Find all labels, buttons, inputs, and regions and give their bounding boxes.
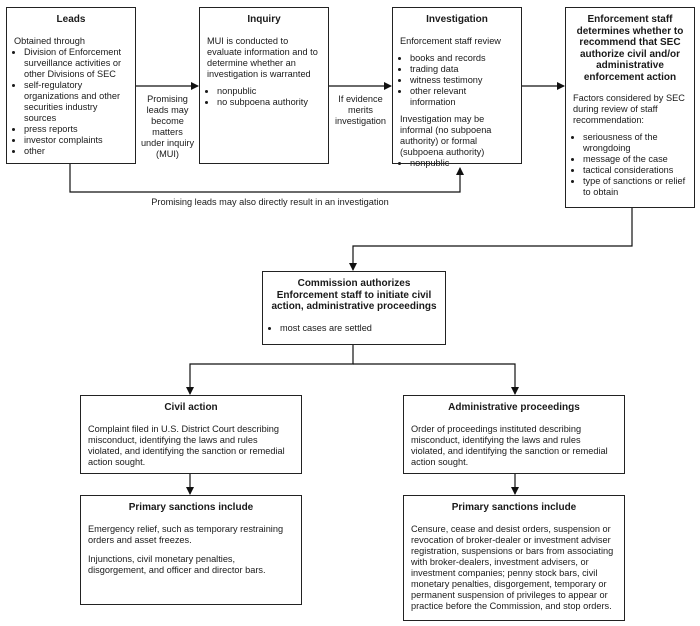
list-item: tactical considerations [583, 165, 687, 176]
inquiry-box: Inquiry MUI is conducted to evaluate inf… [199, 7, 329, 164]
list-item: seriousness of the wrongdoing [583, 132, 687, 154]
arrow-authorize-to-admin [353, 363, 519, 395]
investigation-title: Investigation [426, 14, 488, 25]
admin-proceedings-text: Order of proceedings instituted describi… [411, 423, 608, 467]
recommend-intro: Factors considered by SEC during review … [573, 93, 685, 126]
admin-sanctions-box: Primary sanctions include Censure, cease… [403, 495, 625, 621]
civil-sanctions-title: Primary sanctions include [128, 502, 254, 513]
authorize-list: most cases are settled [270, 323, 438, 334]
authorize-box: Commission authorizes Enforcement staff … [262, 271, 446, 345]
investigation-box: Investigation Enforcement staff review b… [392, 7, 522, 168]
investigation-intro: Enforcement staff review [400, 35, 501, 46]
list-item: trading data [410, 64, 514, 75]
list-item: Division of Enforcement surveillance act… [24, 47, 128, 80]
list-item: nonpublic [410, 158, 514, 169]
if-evidence-label: If evidence merits investigation [334, 94, 387, 127]
inquiry-title: Inquiry [247, 14, 281, 25]
recommend-list: seriousness of the wrongdoing message of… [573, 132, 687, 198]
inquiry-list: nonpublic no subpoena authority [207, 86, 321, 108]
civil-action-box: Civil action Complaint filed in U.S. Dis… [80, 395, 302, 474]
list-item: most cases are settled [280, 323, 438, 334]
recommend-title: Enforcement staff determines whether to … [576, 14, 684, 83]
list-item: other relevant information [410, 86, 514, 108]
inquiry-intro: MUI is conducted to evaluate information… [207, 35, 318, 79]
investigation-list-2: nonpublic [400, 158, 514, 169]
arrow-recommend-to-authorize [349, 208, 633, 271]
arrow-authorize-to-civil [186, 345, 354, 395]
promising-leads-label: Promising leads may become matters under… [140, 94, 195, 160]
civil-action-text: Complaint filed in U.S. District Court d… [88, 423, 285, 467]
admin-sanctions-p1: Censure, cease and desist orders, suspen… [411, 523, 614, 611]
leads-intro: Obtained through [14, 35, 86, 46]
admin-proceedings-title: Administrative proceedings [448, 402, 580, 413]
list-item: nonpublic [217, 86, 321, 97]
civil-sanctions-box: Primary sanctions include Emergency reli… [80, 495, 302, 605]
list-item: self-regulatory organizations and other … [24, 80, 128, 124]
leads-title: Leads [56, 14, 86, 25]
leads-box: Leads Obtained through Division of Enfor… [6, 7, 136, 164]
admin-sanctions-title: Primary sanctions include [451, 502, 577, 513]
list-item: other [24, 146, 128, 157]
list-item: press reports [24, 124, 128, 135]
authorize-title: Commission authorizes Enforcement staff … [271, 278, 437, 312]
list-item: no subpoena authority [217, 97, 321, 108]
list-item: investor complaints [24, 135, 128, 146]
civil-sanctions-p1: Emergency relief, such as temporary rest… [88, 523, 284, 545]
list-item: message of the case [583, 154, 687, 165]
admin-proceedings-box: Administrative proceedings Order of proc… [403, 395, 625, 474]
investigation-list: books and records trading data witness t… [400, 53, 514, 108]
leads-list: Division of Enforcement surveillance act… [14, 47, 128, 157]
recommend-box: Enforcement staff determines whether to … [565, 7, 695, 208]
direct-investigation-label: Promising leads may also directly result… [151, 197, 389, 207]
list-item: type of sanctions or relief to obtain [583, 176, 687, 198]
list-item: witness testimony [410, 75, 514, 86]
civil-action-title: Civil action [164, 402, 218, 413]
investigation-note: Investigation may be informal (no subpoe… [400, 113, 492, 157]
list-item: books and records [410, 53, 514, 64]
arrow-leads-direct-to-investigation [69, 164, 464, 193]
civil-sanctions-p2: Injunctions, civil monetary penalties, d… [88, 553, 266, 575]
